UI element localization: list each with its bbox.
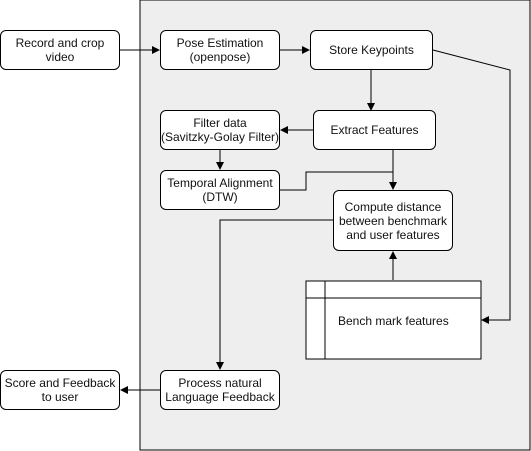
arrow-compute-to-process xyxy=(216,219,333,370)
node-filter-data-label: Filter data (Savitzky-Golay Filter) xyxy=(161,116,280,144)
node-store-keypoints: Store Keypoints xyxy=(310,30,433,70)
node-compute-distance: Compute distance between benchmark and u… xyxy=(333,190,453,251)
node-benchmark-features: Bench mark features xyxy=(325,298,481,344)
node-process-feedback-label: Process natural Language Feedback xyxy=(165,376,275,404)
benchmark-box xyxy=(305,280,482,360)
node-compute-distance-label: Compute distance between benchmark and u… xyxy=(338,199,448,242)
arrow-temporal-to-compute xyxy=(280,171,393,191)
node-score-feedback: Score and Feedback to user xyxy=(0,370,120,410)
node-extract-features-label: Extract Features xyxy=(330,123,419,137)
node-store-keypoints-label: Store Keypoints xyxy=(329,43,414,57)
node-record-video-label: Record and crop video xyxy=(15,36,105,64)
node-process-feedback: Process natural Language Feedback xyxy=(160,370,280,410)
node-pose-estimation-label: Pose Estimation (openpose) xyxy=(176,36,264,64)
node-filter-data: Filter data (Savitzky-Golay Filter) xyxy=(160,110,280,150)
node-benchmark-features-label: Bench mark features xyxy=(338,314,449,328)
node-record-video: Record and crop video xyxy=(0,30,120,70)
node-temporal-alignment-label: Temporal Alignment (DTW) xyxy=(167,176,273,204)
node-temporal-alignment: Temporal Alignment (DTW) xyxy=(160,170,280,210)
node-score-feedback-label: Score and Feedback to user xyxy=(4,376,116,404)
node-extract-features: Extract Features xyxy=(313,110,436,150)
node-pose-estimation: Pose Estimation (openpose) xyxy=(160,30,280,70)
arrow-store-to-benchmark xyxy=(432,49,511,324)
